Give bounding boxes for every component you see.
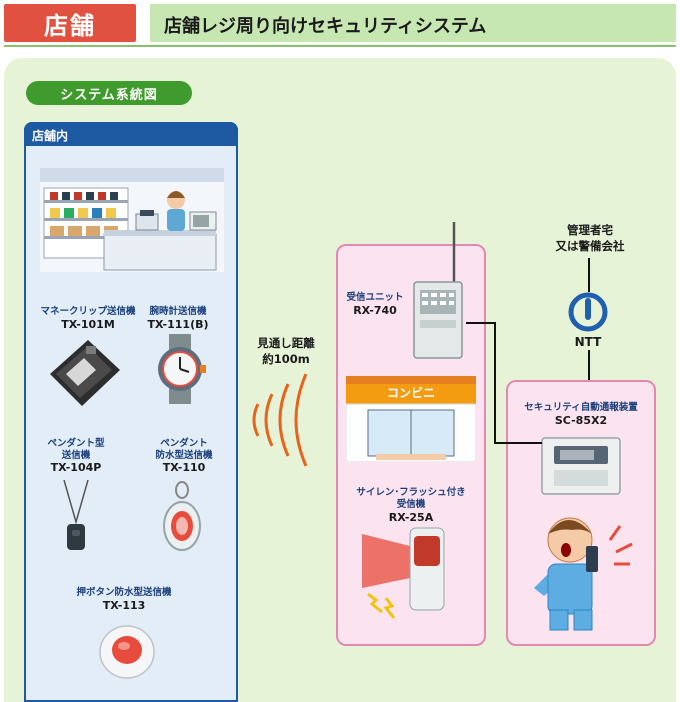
siren-receiver-label: サイレン･フラッシュ付き受信機 (356, 487, 466, 510)
manager-line (588, 258, 590, 292)
push-button-transmitter-image (99, 625, 155, 679)
header-tag: 店舗 (4, 4, 136, 42)
ntt-line (588, 350, 590, 380)
device-label-push-button: 押ボタン防水型送信機 (76, 587, 172, 598)
receiver-unit-label: 受信ユニット (346, 292, 404, 303)
device-label-money-clip: マネークリップ送信機 (40, 306, 136, 317)
pendant-transmitter-image (63, 480, 89, 550)
manager-label-line2: 又は警備会社 (555, 238, 625, 253)
waterproof-pendant-image (163, 481, 201, 551)
device-model-money-clip: TX-101M (61, 318, 115, 331)
clerk-calling-illustration (534, 517, 633, 631)
manager-label: 管理者宅 又は警備会社 (540, 223, 640, 254)
range-label: 見通し距離 約100m (248, 336, 324, 367)
auto-dialer-label: セキュリティ自動通報装置 (524, 402, 638, 413)
system-diagram-label: システム系統図 (26, 81, 192, 105)
device-model-pendant: TX-104P (50, 461, 102, 474)
header-divider (4, 45, 676, 47)
device-label-pendant: ペンダント型送信機 (47, 438, 105, 461)
siren-flash-receiver-image (362, 527, 445, 619)
store-panel-title: 店舗内 (24, 122, 238, 146)
header-band (150, 4, 676, 42)
ntt-logo-icon (568, 292, 608, 332)
range-label-line1: 見通し距離 (257, 336, 315, 350)
radio-wave-icon (252, 373, 308, 467)
auto-dialer-image (541, 437, 621, 495)
receiver-unit-model: RX-740 (353, 304, 397, 317)
receiver-unit-image (413, 222, 463, 359)
receiver-to-dialer-line-h1 (466, 322, 496, 324)
page-title: 店舗レジ周り向けセキュリティシステム (164, 16, 487, 37)
siren-receiver-model: RX-25A (388, 511, 434, 524)
store-counter-illustration (40, 168, 224, 272)
device-label-wristwatch: 腕時計送信機 (149, 306, 207, 317)
device-label-waterproof-pendant: ペンダント防水型送信機 (155, 438, 213, 461)
range-label-line2: 約100m (262, 351, 310, 366)
auto-dialer-model: SC-85X2 (554, 414, 608, 427)
convenience-store-sign: コンビニ (386, 386, 435, 400)
device-model-wristwatch: TX-111(B) (147, 318, 209, 331)
wristwatch-transmitter-image (158, 334, 206, 404)
device-model-push-button: TX-113 (102, 599, 146, 612)
ntt-label: NTT (574, 335, 602, 349)
money-clip-transmitter-image (50, 340, 120, 406)
receiver-to-dialer-line-v (494, 322, 496, 444)
convenience-store-illustration (346, 376, 476, 462)
device-model-waterproof-pendant: TX-110 (162, 461, 206, 474)
receiver-to-dialer-line-h2 (494, 442, 542, 444)
manager-label-line1: 管理者宅 (567, 223, 613, 237)
